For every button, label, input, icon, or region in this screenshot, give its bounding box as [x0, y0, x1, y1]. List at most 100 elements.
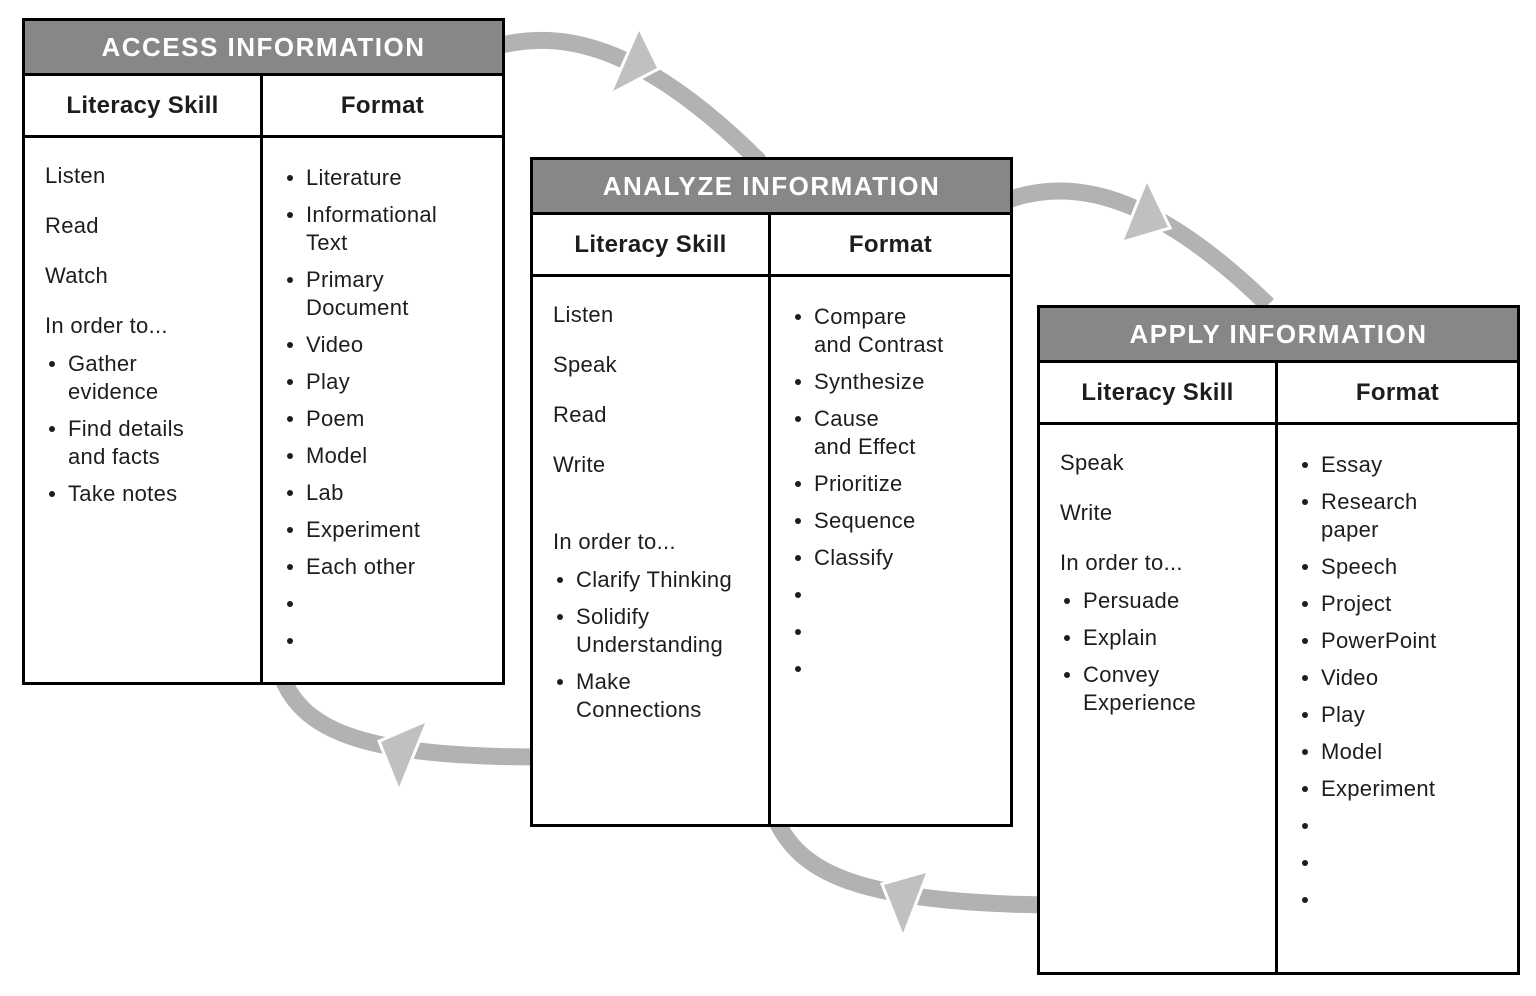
skill-item: Speak	[1060, 450, 1124, 475]
bullet-icon	[287, 379, 293, 385]
bullet-icon	[287, 453, 293, 459]
format-text: Sequence	[814, 508, 916, 533]
arc-access-to-analyze	[495, 31, 767, 169]
analyze-column-header-format: Format	[771, 215, 1010, 277]
format-item: Sequence	[791, 507, 998, 535]
arrowhead-bottom-right-icon	[879, 868, 931, 942]
purpose-text: Solidify Understanding	[576, 604, 723, 657]
purpose-item: Gather evidence	[45, 350, 248, 406]
apply-information-table: APPLY INFORMATION Literacy Skill Format …	[1037, 305, 1520, 975]
format-item: Play	[1298, 701, 1505, 729]
purpose-item: Explain	[1060, 624, 1263, 652]
format-item: Experiment	[283, 516, 490, 544]
bullet-icon	[1064, 672, 1070, 678]
access-column-header-literacy-skill: Literacy Skill	[25, 76, 263, 138]
bullet-icon	[287, 212, 293, 218]
format-text: Play	[306, 369, 350, 394]
purpose-text: Convey Experience	[1083, 662, 1197, 715]
purpose-item: Solidify Understanding	[553, 603, 756, 659]
bullet-icon	[1302, 786, 1308, 792]
access-column-header-format: Format	[263, 76, 502, 138]
arc-analyze-to-apply	[1005, 182, 1274, 312]
format-text: Project	[1321, 591, 1392, 616]
apply-in-order-to-label: In order to...	[1060, 550, 1183, 575]
format-text: Each other	[306, 554, 416, 579]
arrowhead-top-left-icon	[606, 23, 661, 98]
purpose-text: Find details and facts	[68, 416, 185, 469]
bullet-icon	[1302, 860, 1308, 866]
bullet-icon	[795, 416, 801, 422]
format-text: Compare and Contrast	[814, 304, 944, 357]
skill-item: Read	[45, 213, 99, 238]
bullet-icon	[795, 518, 801, 524]
purpose-text: Clarify Thinking	[576, 567, 733, 592]
bullet-icon	[49, 361, 55, 367]
format-text: Video	[1321, 665, 1379, 690]
format-text: Primary Document	[306, 267, 409, 320]
analyze-in-order-to-label: In order to...	[553, 529, 676, 554]
bullet-icon	[1064, 598, 1070, 604]
skill-item: Listen	[553, 302, 614, 327]
purpose-item: Clarify Thinking	[553, 566, 756, 594]
format-text: Classify	[814, 545, 894, 570]
format-item	[1298, 886, 1505, 914]
format-item: Essay	[1298, 451, 1505, 479]
purpose-text: Gather evidence	[68, 351, 159, 404]
analyze-table-title: ANALYZE INFORMATION	[533, 160, 1010, 215]
format-item: Cause and Effect	[791, 405, 998, 461]
bullet-icon	[287, 527, 293, 533]
purpose-item: Find details and facts	[45, 415, 248, 471]
access-in-order-to-label: In order to...	[45, 313, 168, 338]
format-text: Model	[306, 443, 368, 468]
format-text: Model	[1321, 739, 1383, 764]
bullet-icon	[287, 416, 293, 422]
analyze-column-header-literacy-skill: Literacy Skill	[533, 215, 771, 277]
skill-item: Read	[553, 402, 607, 427]
format-text: Experiment	[1321, 776, 1436, 801]
analyze-information-table: ANALYZE INFORMATION Literacy Skill Forma…	[530, 157, 1013, 827]
bullet-icon	[1302, 638, 1308, 644]
format-item: Synthesize	[791, 368, 998, 396]
format-item: Research paper	[1298, 488, 1505, 544]
bullet-icon	[557, 614, 563, 620]
format-item: Each other	[283, 553, 490, 581]
format-item	[1298, 849, 1505, 877]
purpose-item: Convey Experience	[1060, 661, 1263, 717]
format-item	[1298, 812, 1505, 840]
format-item	[791, 655, 998, 683]
access-table-title: ACCESS INFORMATION	[25, 21, 502, 76]
format-text: Cause and Effect	[814, 406, 916, 459]
format-item	[283, 627, 490, 655]
bullet-icon	[1302, 675, 1308, 681]
bullet-icon	[287, 564, 293, 570]
bullet-icon	[1302, 712, 1308, 718]
bullet-icon	[795, 666, 801, 672]
skill-item: Write	[553, 452, 606, 477]
bullet-icon	[287, 342, 293, 348]
format-item: Project	[1298, 590, 1505, 618]
format-item: Literature	[283, 164, 490, 192]
bullet-icon	[1064, 635, 1070, 641]
bullet-icon	[1302, 897, 1308, 903]
bullet-icon	[49, 491, 55, 497]
format-item: Experiment	[1298, 775, 1505, 803]
skill-item: Write	[1060, 500, 1113, 525]
purpose-item: Persuade	[1060, 587, 1263, 615]
bullet-icon	[795, 629, 801, 635]
arc-access-to-analyze-bottom	[271, 668, 541, 766]
bullet-icon	[287, 601, 293, 607]
format-text: Lab	[306, 480, 344, 505]
arrowhead-bottom-left-icon	[377, 717, 431, 796]
skill-item: Listen	[45, 163, 106, 188]
bullet-icon	[795, 379, 801, 385]
